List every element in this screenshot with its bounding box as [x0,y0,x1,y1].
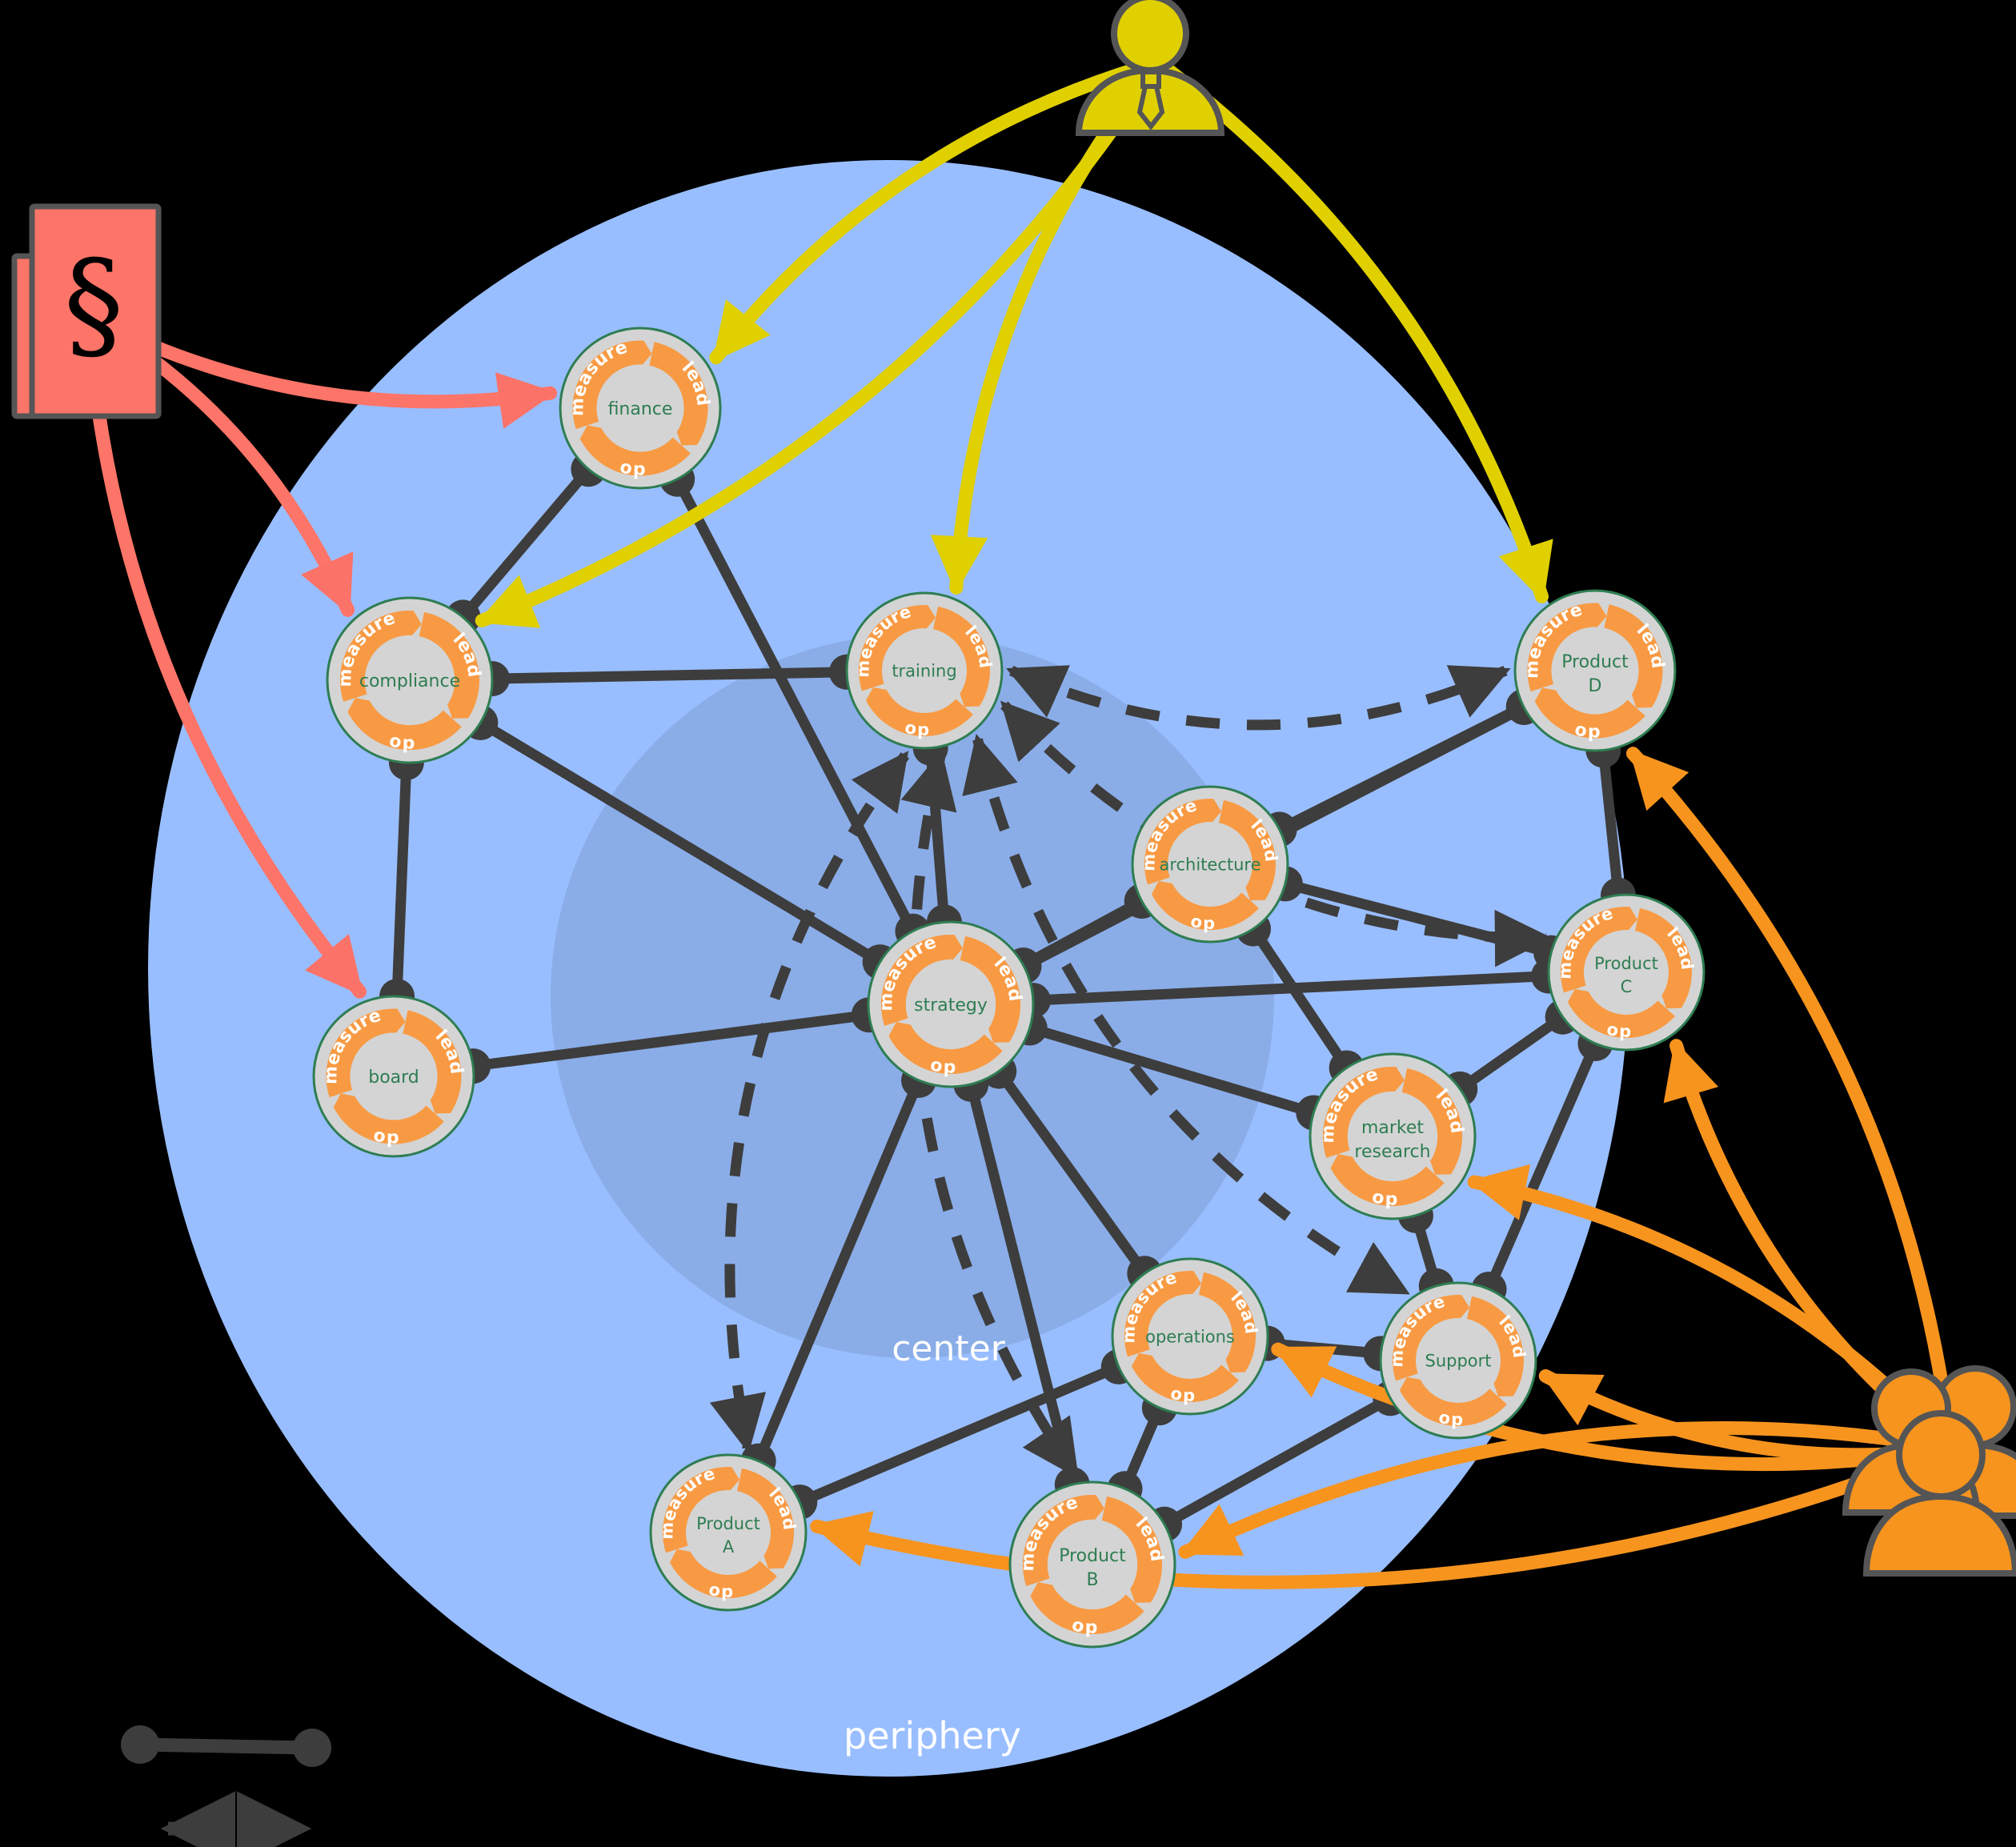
node-label-market-research-line2: research [1354,1142,1430,1162]
cycle-segment-measure [1124,1271,1202,1357]
cycle-segment-do [579,425,691,476]
actor-edge-customers-product-a [810,1441,1958,1589]
zone-label-periphery: periphery [844,1714,1021,1757]
cycle-segment-do [347,698,462,751]
cycle-segment-lead [1218,799,1276,901]
actor-edge-executive-finance [709,55,1165,365]
cycle-segment-measure [1144,799,1222,885]
node-label-product-a: Product [696,1514,760,1533]
cycle-segment-do [669,1549,777,1598]
cycle-segment-measure [572,340,652,430]
cycle-segment-lead [419,611,480,719]
zone-label-center: center [892,1328,1005,1369]
node-label-market-research: market [1361,1118,1424,1138]
cycle-segment-measure [663,1467,740,1553]
cycle-segment-measure [1561,907,1638,993]
cycle-segment-do [1567,988,1675,1038]
cycle-segment-lead [1604,604,1663,708]
cycle-segment-do [1330,1154,1445,1207]
cycle-segment-lead [1198,1272,1256,1373]
cycle-segment-measure [326,1008,406,1098]
actor-edge-executive-product-d [1151,55,1553,603]
node-label-training: training [892,662,956,681]
node-label-product-d-line2: D [1589,676,1602,696]
cycle-segment-lead [1634,907,1692,1009]
regulation-section-symbol: § [64,235,124,375]
node-label-product-b: Product [1059,1546,1126,1566]
cycle-segment-do [333,1093,444,1144]
node-label-product-b-line2: B [1086,1570,1098,1590]
cycle-segment-lead [932,606,990,707]
node-label-strategy: strategy [914,996,988,1016]
dashed-edge-training-product-a [709,751,910,1454]
node-label-architecture: architecture [1159,855,1261,875]
node-label-compliance: compliance [359,671,460,691]
regulation-documents-icon[interactable]: § [11,203,162,419]
cycle-segment-do [1131,1352,1239,1402]
node-label-board: board [368,1068,419,1088]
cycle-segment-measure [339,610,422,702]
cycle-segment-do [1534,687,1645,739]
legend [121,1725,331,1847]
cycle-segment-do [1399,1376,1507,1426]
node-label-support: Support [1425,1352,1491,1371]
cycle-segment-do [888,1022,1003,1075]
cycle-segment-lead [649,342,708,446]
actor-edge-customers-product-d [1625,747,1958,1456]
node-label-finance: finance [608,399,673,419]
cycle-segment-measure [859,605,936,691]
cycle-segment-measure [1022,1494,1104,1586]
cycle-segment-lead [1101,1496,1163,1603]
node-label-product-d: Product [1561,652,1629,672]
node-label-product-c: Product [1594,954,1658,973]
cycle-segment-measure [1527,603,1607,692]
cycle-segment-lead [1466,1296,1524,1397]
actor-edge-regulation-board [81,309,367,999]
node-label-product-c-line2: C [1621,977,1633,996]
cycle-segment-do [1030,1582,1144,1635]
people-group-icon[interactable] [1842,1365,2016,1577]
cycle-segment-do [865,687,973,736]
legend-solid-association-line [121,1725,331,1767]
node-label-product-a-line2: A [723,1537,735,1557]
dashed-edge-training-product-b [900,750,1080,1479]
actor-edge-customers-operations [1271,1342,1958,1472]
cycle-segment-lead [1401,1068,1463,1175]
node-label-operations: operations [1145,1328,1235,1347]
dashed-edge-training-support [962,733,1410,1296]
cycle-segment-do [1151,880,1259,930]
actor-edge-layer [81,55,1958,1589]
cycle-segment-measure [880,934,963,1026]
cycle-segment-lead [736,1468,794,1569]
cycle-segment-measure [1322,1066,1405,1158]
cycle-segment-lead [403,1010,462,1114]
cycle-segment-measure [1393,1295,1470,1381]
cycle-segment-lead [960,936,1021,1043]
person-tie-icon[interactable] [1075,0,1225,136]
